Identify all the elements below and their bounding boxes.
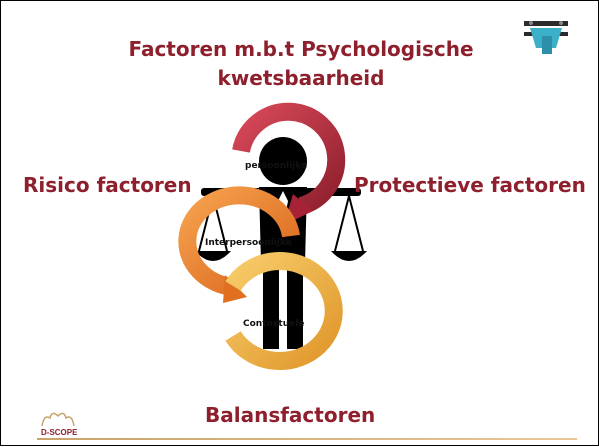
balance-factors-label: Balansfactoren xyxy=(205,403,376,427)
d-scope-logo-icon xyxy=(41,412,75,427)
risk-factors-label: Risico factoren xyxy=(23,173,192,197)
cycle-label-inter: Interpersoonlijke xyxy=(205,238,292,248)
protective-factors-label: Protectieve factoren xyxy=(354,173,586,197)
cycle-label-intra: persoonlijke xyxy=(245,161,308,171)
slide-title: Factoren m.b.t Psychologische kwetsbaarh… xyxy=(101,35,501,93)
yellow-cycle-arrow xyxy=(225,252,343,370)
cycle-label-context: Contextuele xyxy=(243,319,305,329)
title-line-2: kwetsbaarheid xyxy=(217,66,385,90)
orange-cycle-arrow xyxy=(178,186,300,296)
corner-logo-icon xyxy=(524,21,568,54)
red-cycle-arrow xyxy=(232,102,346,215)
logo-text: D-SCOPE xyxy=(41,428,78,437)
footer-divider xyxy=(37,438,577,440)
title-line-1: Factoren m.b.t Psychologische xyxy=(128,37,474,61)
